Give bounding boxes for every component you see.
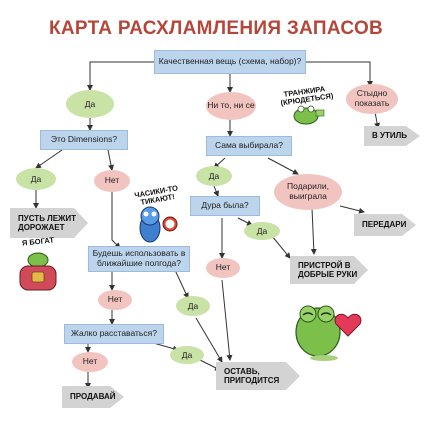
- answer-meh: Ни то, ни се: [206, 92, 256, 120]
- result-trash: В УТИЛЬ: [364, 126, 420, 146]
- answer-ashamed: Стыдно показать: [346, 84, 398, 114]
- answer-yes-chose: Да: [196, 166, 232, 186]
- answer-yes-pity: Да: [170, 346, 204, 364]
- frog-rich-sticker: Я БОГАТ: [14, 235, 62, 298]
- frog-heart-sticker: [288, 288, 366, 362]
- answer-no-fool: Нет: [206, 258, 240, 278]
- question-dimensions: Это Dimensions?: [40, 130, 128, 150]
- question-quality: Качественная вещь (схема, набор)?: [154, 50, 306, 74]
- question-will-use: Будешь использовать в ближайшие полгода?: [88, 246, 190, 272]
- frog-clock-sticker: ЧАСИКИ-ТО ТИКАЮТ!: [126, 183, 188, 250]
- question-chose-herself: Сама выбирала?: [206, 136, 292, 156]
- question-was-fool: Дура была?: [190, 196, 260, 216]
- answer-yes-dimensions: Да: [16, 168, 56, 190]
- answer-yes-use: Да: [176, 296, 210, 316]
- answer-gifted: Подарили, выиграла: [274, 174, 342, 210]
- answer-no-pity: Нет: [72, 352, 108, 372]
- result-keep: ОСТАВЬ, ПРИГОДИТСЯ: [216, 362, 300, 390]
- result-sell: ПРОДАВАЙ: [62, 386, 124, 408]
- result-good-hands: ПРИСТРОЙ В ДОБРЫЕ РУКИ: [290, 256, 368, 284]
- answer-yes-quality: Да: [66, 90, 114, 118]
- frog-spender-sticker: ТРАНЖИРА (КРЮДЕТЬСЯ): [280, 84, 334, 130]
- result-regift: ПЕРЕДАРИ: [354, 214, 416, 236]
- page-title: КАРТА РАСХЛАМЛЕНИЯ ЗАПАСОВ: [48, 18, 384, 39]
- question-pity: Жалко расставаться?: [64, 324, 164, 344]
- answer-no-use: Нет: [98, 290, 132, 310]
- answer-yes-fool: Да: [244, 222, 280, 240]
- answer-no-dimensions: Нет: [94, 170, 130, 192]
- result-let-it-lie: ПУСТЬ ЛЕЖИТ ДОРОЖАЕТ: [10, 208, 88, 238]
